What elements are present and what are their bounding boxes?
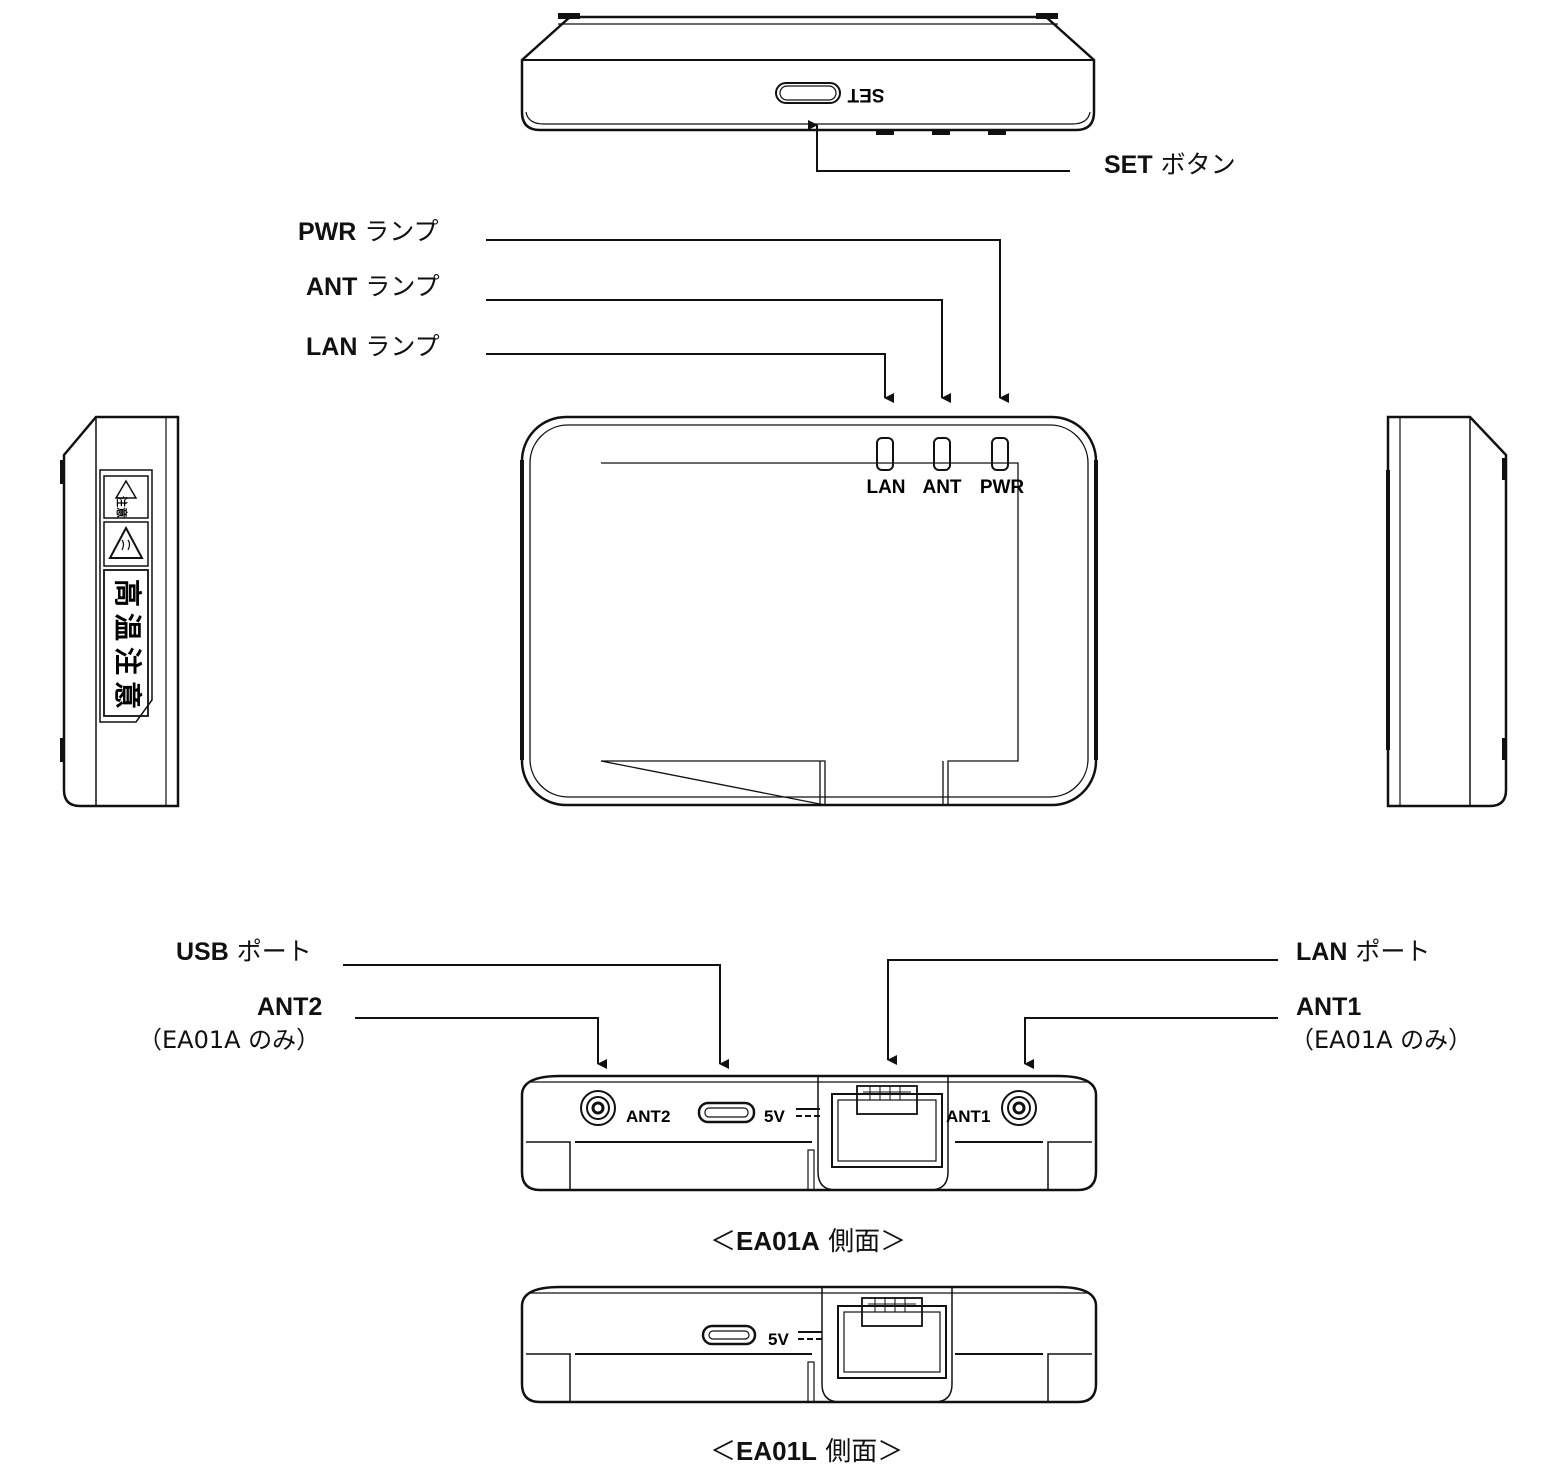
- lan-port-callout: LAN ポート: [1296, 939, 1430, 965]
- ea01a-caption: ＜EA01A 側面＞: [710, 1228, 906, 1255]
- ea01l-caption-close: ＞: [877, 1437, 904, 1467]
- ant-lamp: [933, 437, 951, 471]
- top-edge-view: [520, 13, 1096, 135]
- ant2-note: （EA01A のみ）: [138, 1026, 321, 1054]
- ant2-leader: [355, 1017, 607, 1069]
- ant1-callout: ANT1: [1296, 994, 1361, 1020]
- usb-port-callout: USB ポート: [176, 939, 312, 965]
- lan-lamp: [876, 437, 894, 471]
- usb-port-callout-text: ポート: [228, 937, 312, 966]
- ea01a-caption-close: ＞: [880, 1227, 907, 1257]
- ant1-port-label: ANT1: [946, 1107, 990, 1126]
- right-side-view: [1386, 415, 1508, 808]
- usb-port-leader: [343, 964, 729, 1069]
- ant-lamp-leader: [486, 299, 951, 403]
- front-view: [520, 415, 1098, 807]
- ant1-note: （EA01A のみ）: [1290, 1026, 1473, 1054]
- ant1-callout-bold: ANT1: [1296, 993, 1362, 1021]
- set-button-callout-text: ボタン: [1152, 150, 1236, 179]
- ea01a-caption-text: 側面: [819, 1227, 881, 1257]
- usb-port-callout-bold: USB: [176, 938, 229, 966]
- ant-lamp-callout: ANT ランプ: [306, 274, 440, 300]
- lamp-label-lan: LAN: [866, 477, 905, 498]
- warning-label-text: 注意 高 温 注 意: [111, 496, 144, 709]
- lan-lamp-callout: LAN ランプ: [306, 334, 440, 360]
- lan-lamp-leader: [486, 353, 894, 403]
- left-side-view: [60, 415, 180, 808]
- power-5v-label-a: 5V: [764, 1107, 785, 1126]
- ea01l-side-view: [520, 1285, 1098, 1404]
- pwr-lamp-callout-bold: PWR: [298, 218, 357, 246]
- ea01a-side-view: [520, 1074, 1098, 1192]
- lan-port-callout-text: ポート: [1347, 937, 1431, 966]
- ea01a-caption-open: ＜: [710, 1227, 737, 1257]
- ant2-callout-bold: ANT2: [257, 993, 323, 1021]
- set-button-callout: SET ボタン: [1104, 152, 1236, 178]
- ant-lamp-callout-bold: ANT: [306, 273, 358, 301]
- ea01l-caption-bold: EA01L: [736, 1436, 817, 1466]
- lan-port-leader: [887, 959, 1278, 1065]
- set-button-leader: [808, 120, 1070, 172]
- pwr-lamp: [991, 437, 1009, 471]
- ea01l-caption-open: ＜: [710, 1437, 737, 1467]
- ant2-port-label: ANT2: [626, 1107, 670, 1126]
- power-5v-label-l: 5V: [768, 1330, 789, 1349]
- set-label-mirrored: SET: [847, 84, 884, 105]
- warning-char-1: 高: [111, 579, 144, 607]
- set-button-callout-bold: SET: [1104, 151, 1153, 179]
- ea01l-caption: ＜EA01L 側面＞: [710, 1438, 903, 1465]
- warning-small-text: 注意: [115, 496, 129, 518]
- pwr-lamp-callout-text: ランプ: [356, 217, 439, 246]
- ea01a-caption-bold: EA01A: [736, 1226, 820, 1256]
- ea01l-caption-text: 側面: [816, 1437, 878, 1467]
- lan-lamp-callout-text: ランプ: [357, 332, 440, 361]
- ant-lamp-callout-text: ランプ: [357, 272, 440, 301]
- lan-lamp-callout-bold: LAN: [306, 333, 358, 361]
- warning-char-4: 意: [111, 681, 144, 709]
- ant1-leader: [1024, 1017, 1278, 1069]
- warning-char-2: 温: [111, 613, 144, 641]
- lamp-label-pwr: PWR: [980, 477, 1025, 498]
- lan-port-callout-bold: LAN: [1296, 938, 1348, 966]
- pwr-lamp-leader: [486, 239, 1009, 403]
- pwr-lamp-callout: PWR ランプ: [298, 219, 439, 245]
- ant2-callout: ANT2: [257, 994, 322, 1020]
- warning-char-3: 注: [111, 647, 144, 675]
- lamp-label-ant: ANT: [922, 477, 961, 498]
